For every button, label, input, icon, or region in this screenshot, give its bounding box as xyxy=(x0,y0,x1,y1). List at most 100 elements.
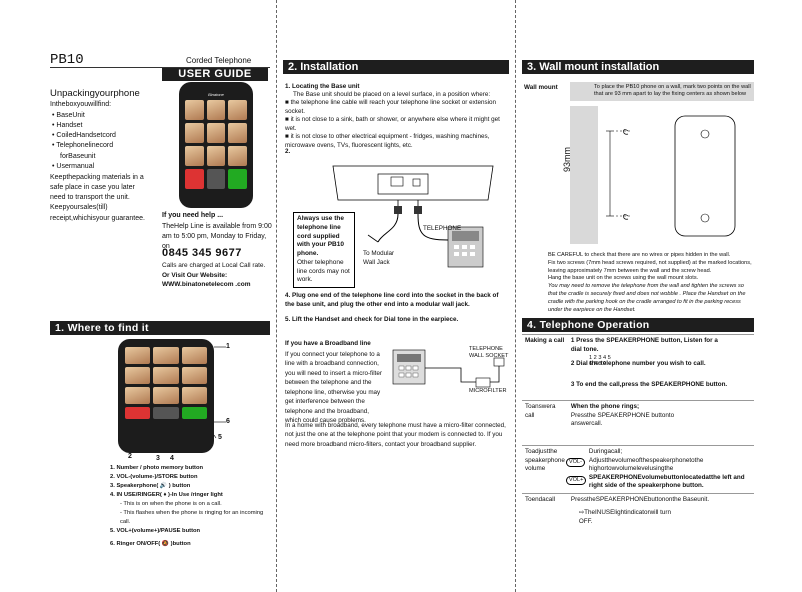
legend-item: 3. Speakerphone( 🔊 ) button xyxy=(110,482,191,489)
legend-item: 1. Number / photo memory button xyxy=(110,465,204,471)
table-row: Toendacall PresstheSPEAKERPHONEbuttonont… xyxy=(522,492,754,533)
row-label: Making a call xyxy=(522,334,568,401)
always-use-box: Always use the telephone line cord suppl… xyxy=(293,212,355,289)
operation-table: Making a call 1 Press the SPEAKERPHONE b… xyxy=(522,334,754,533)
step-2-label: 2. xyxy=(285,148,291,155)
photo-key xyxy=(125,347,151,364)
step-item: ⇨TheINUSElightindicatorwill turn OFF. xyxy=(578,509,671,525)
vol-plus-icon: VOL+ xyxy=(565,476,587,486)
base-unit-back-diagram xyxy=(332,165,494,268)
page-1: PB10 Corded Telephone USER GUIDE Unpacki… xyxy=(0,0,272,592)
keypad-icon: 1 2 3 4 5 6 7 8 9 xyxy=(589,355,611,368)
fix-screws-note: Fix two screws (7mm head screws required… xyxy=(548,259,752,274)
photo-keys xyxy=(125,347,207,419)
locating-text: The Base unit should be placed on a leve… xyxy=(293,91,491,98)
may-need-note: You may need to remove the telephone fro… xyxy=(548,283,746,313)
photo-key xyxy=(181,407,207,419)
table-row: Toadjustthe speakerphone volume VOL- VOL… xyxy=(522,445,754,493)
photo-key xyxy=(228,146,247,166)
photo-keys xyxy=(185,100,247,189)
photo-key xyxy=(153,347,179,364)
box-item: • Handset xyxy=(52,122,83,130)
row-steps: PresstheSPEAKERPHONEbuttononthe Baseunit… xyxy=(567,492,754,533)
broadband-text-1: If you connect your telephone to a line … xyxy=(285,351,382,425)
step-item: Pressthe SPEAKERPHONE buttonto answercal… xyxy=(570,411,675,428)
photo-key xyxy=(185,100,204,120)
locating-bullet: ■ the telephone line cable will reach yo… xyxy=(285,99,497,115)
unpacking-title: Unpackingyourphone xyxy=(50,88,140,99)
help-line-text: TheHelp Line is available from 9:00 am t… xyxy=(162,223,272,250)
broadband-text-2: In a home with broadband, every telephon… xyxy=(285,422,506,448)
help-heading: If you need help ... xyxy=(162,212,224,219)
installation-heading: 2. Installation xyxy=(283,60,509,74)
step-item: 3 To end the call,press the SPEAKERPHONE… xyxy=(570,380,728,388)
microfilter-label: MICROFILTER xyxy=(469,388,507,394)
row-label: Toadjustthe speakerphone volume xyxy=(522,445,568,493)
photo-key xyxy=(181,367,207,384)
locating-heading: 1. Locating the Base unit xyxy=(285,83,360,90)
photo-key xyxy=(185,146,204,166)
page-3: 3. Wall mount installation Wall mount To… xyxy=(522,0,754,592)
help-charge: Calls are charged at Local Call rate. xyxy=(162,262,266,269)
step-item: Duringacall; xyxy=(588,448,623,455)
button-legend: 1. Number / photo memory button 2. VOL-(… xyxy=(110,464,270,549)
find-it-heading: 1. Where to find it xyxy=(50,321,270,335)
telephone-label: TELEPHONE xyxy=(423,225,462,232)
user-guide-banner: USER GUIDE xyxy=(162,68,268,81)
callout-5: 5 xyxy=(218,434,222,441)
step-item: 1 Press the SPEAKERPHONE button, Listen … xyxy=(570,337,718,353)
wall-mount-heading: 3. Wall mount installation xyxy=(522,60,754,74)
photo-key xyxy=(228,100,247,120)
table-row: Making a call 1 Press the SPEAKERPHONE b… xyxy=(522,334,754,401)
row-label: Toendacall xyxy=(522,492,568,533)
legend-item: 6. Ringer ON/OFF( 🔕 )button xyxy=(110,540,191,547)
to-modular-label: To Modular Wall Jack xyxy=(363,250,395,266)
callout-lines xyxy=(213,346,226,439)
box-item: forBaseunit xyxy=(60,152,96,160)
photo-key xyxy=(185,169,204,189)
operation-heading: 4. Telephone Operation xyxy=(522,318,754,332)
photo-key xyxy=(125,407,151,419)
photo-key xyxy=(181,347,207,364)
box-item: • CoiledHandsetcord xyxy=(52,132,116,140)
product-name: Corded Telephone xyxy=(186,56,252,65)
phone-brand: Binatone xyxy=(208,92,224,97)
locating-bullets: ■ the telephone line cable will reach yo… xyxy=(285,99,509,150)
phone-diagram xyxy=(118,339,214,453)
step-item: SPEAKERPHONEvolumebuttonlocatedatthe lef… xyxy=(588,473,745,490)
hang-note: Hang the base unit on the screws using t… xyxy=(548,275,699,282)
photo-key xyxy=(153,387,179,404)
broadband-diagram xyxy=(392,349,505,388)
step-item: PresstheSPEAKERPHONEbuttononthe Baseunit… xyxy=(570,495,710,503)
box-item: • Usermanual xyxy=(52,162,95,170)
photo-key xyxy=(125,367,151,384)
fold-line xyxy=(515,0,516,592)
row-steps: When the phone rings; Pressthe SPEAKERPH… xyxy=(567,400,754,446)
box-item: • Telephonelinecord xyxy=(52,142,114,150)
wall-notes: BE CAREFUL to check that there are no wi… xyxy=(548,252,754,315)
wall-mount-diagram xyxy=(570,106,736,244)
row-label: Toanswera call xyxy=(522,400,568,446)
table-row: Toanswera call When the phone rings; Pre… xyxy=(522,400,754,446)
callout-1: 1 xyxy=(226,343,230,350)
other-cords-note: Other telephone line cords may not work. xyxy=(297,258,350,284)
step-5-text: 5. Lift the Handset and check for Dial t… xyxy=(285,316,459,323)
website-link[interactable]: WWW.binatonetelecom .com xyxy=(162,281,251,288)
broadband-heading: If you have a Broadband line xyxy=(285,340,371,347)
legend-note: - This flashes when the phone is ringing… xyxy=(120,509,264,525)
step-4-text: 4. Plug one end of the telephone line co… xyxy=(285,292,499,308)
volume-steps: Duringacall; Adjustthevolumeofthespeaker… xyxy=(571,448,751,491)
step-item: When the phone rings; xyxy=(570,403,640,410)
photo-key xyxy=(228,169,247,189)
callout-2: 2 xyxy=(128,453,132,460)
callout-4: 4 xyxy=(170,455,174,462)
legend-item: 4. IN USE/RINGER( ♦ )-In Use /ringer lig… xyxy=(110,491,223,498)
legend-item: 5. VOL+(volume+)/PAUSE button xyxy=(110,527,201,534)
wall-mount-label: Wall mount xyxy=(524,84,558,91)
inbox-intro: Intheboxyouwillfind: xyxy=(50,101,112,108)
locating-bullet: ■ it is not close to other electrical eq… xyxy=(285,133,490,149)
fold-line xyxy=(276,0,277,592)
page-2: 2. Installation 1. Locating the Base uni… xyxy=(283,0,511,592)
photo-key xyxy=(206,100,226,120)
callout-6: 6 xyxy=(226,418,230,425)
